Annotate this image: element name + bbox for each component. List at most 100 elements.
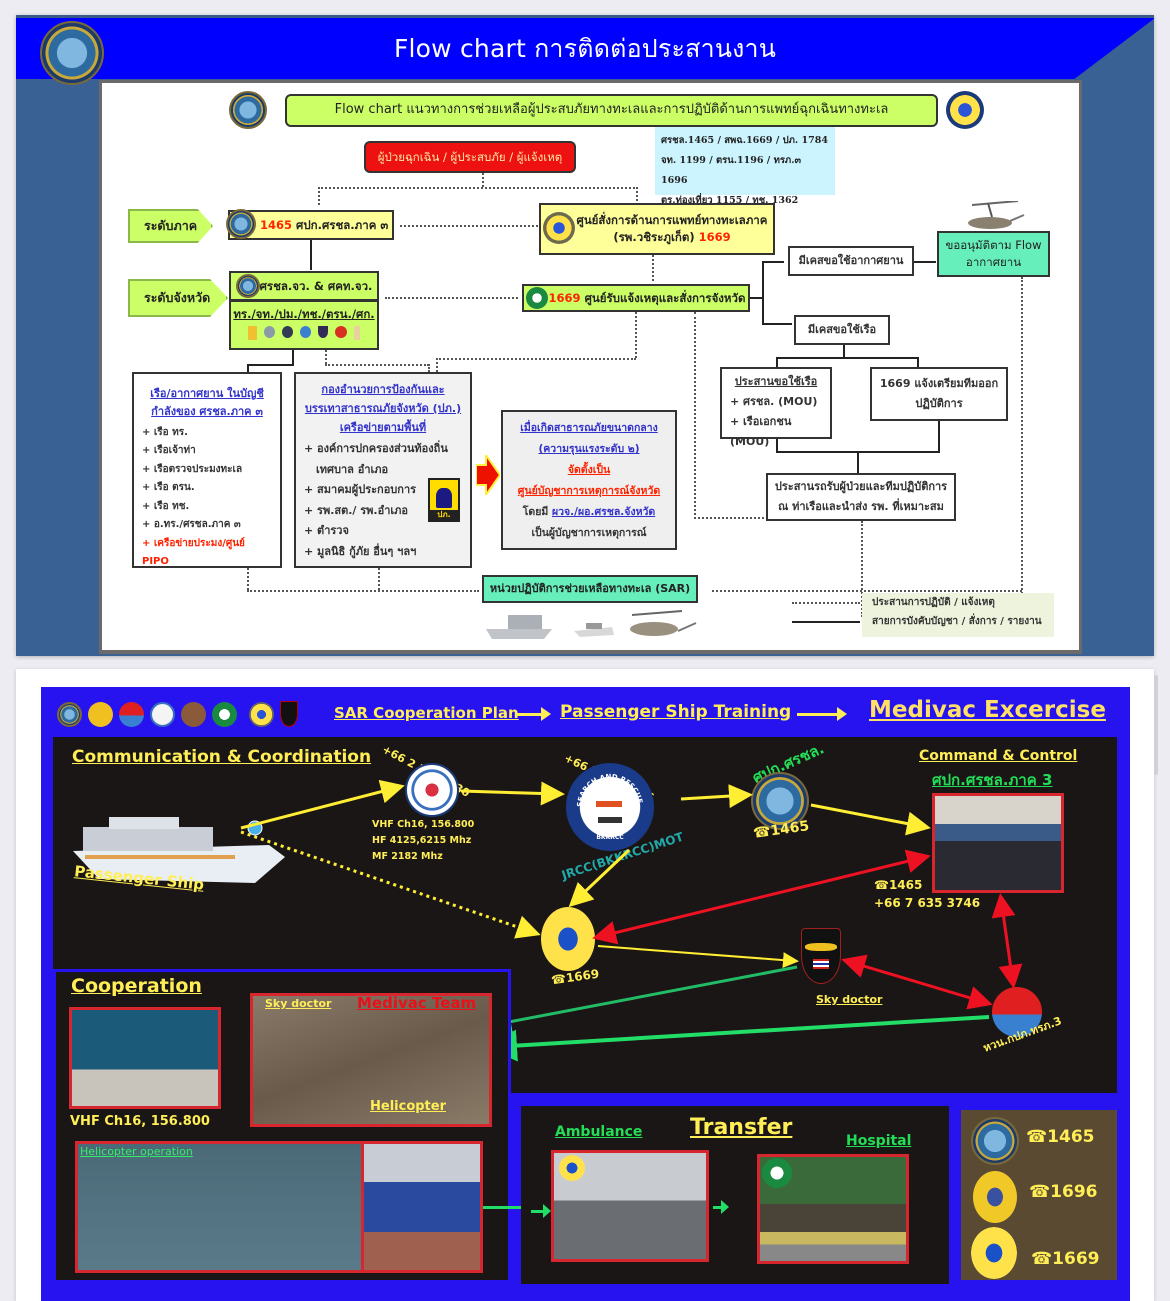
connector [776, 357, 778, 367]
receive-patient-line2: ณ ท่าเรือและนำส่ง รพ. ที่เหมาะสม [778, 500, 944, 513]
disaster-list-title: บรรเทาสาธารณภัยจังหวัด (ปภ.) [304, 401, 462, 415]
regional-center-number: 1465 [260, 217, 293, 232]
header-arrow-icon [541, 707, 551, 721]
medical-command-line2: (รพ.วชิระภูเก็ต) [613, 230, 695, 244]
connector [843, 345, 845, 357]
prepare-team-line1: 1669 แจ้งเตรียมทีมออก [879, 376, 999, 390]
disaster-network-box: กองอำนวยการป้องกันและ บรรเทาสาธารณภัยจัง… [294, 372, 472, 568]
legend-dotted-line [792, 602, 860, 604]
disaster-list-item: + องค์การปกครองส่วนท้องถิ่น [304, 442, 448, 456]
approve-flow-line2: อากาศยาน [965, 255, 1022, 269]
incident-line: ศูนย์บัญชาการเหตุการณ์จังหวัด [517, 485, 661, 497]
jrcc-seal-icon: SEARCH AND RESCUE BKKRCC [566, 763, 654, 851]
freq-line: MF 2182 Mhz [372, 851, 443, 862]
transfer-title: Transfer [690, 1115, 793, 1140]
in-flight-care-photo [361, 1141, 483, 1273]
legend-dotted-label: ประสานการปฏิบัติ / แจ้งเหตุ [872, 597, 995, 608]
slide-header-bar [16, 15, 1154, 79]
royal-thai-navy-logo-icon [88, 701, 113, 727]
command-subtitle: ศปก.ศรชล.ภาค 3 [932, 771, 1053, 789]
incident-command-box: เมื่อเกิดสาธารณภัยขนาดกลาง (ความรุนแรงระ… [501, 410, 677, 550]
connector [325, 364, 429, 366]
level-regional-label: ระดับภาค [128, 209, 213, 243]
slide-title: Flow chart การติดต่อประสานงาน [393, 34, 777, 63]
agency-logo-icon [282, 325, 293, 338]
agency-logo-icon [300, 325, 311, 338]
agency-logo-icon [264, 325, 275, 338]
approve-flow-line1: ขออนุมัติตาม Flow [945, 238, 1042, 253]
thai-mecc-seal-icon [57, 701, 82, 727]
bangkok-radio-logo-icon [405, 763, 459, 817]
arrow-skydoctor-navalair [841, 954, 993, 1010]
fleet-list-item: + เรือตรวจประมงทะเล [142, 463, 243, 475]
connector [762, 323, 792, 325]
freq-line: VHF Ch16, 156.800 [372, 819, 475, 830]
agency-logo-row [57, 701, 298, 727]
flow-arrows [240, 779, 1023, 1062]
cooperation-vhf: VHF Ch16, 156.800 [70, 1114, 210, 1129]
disaster-list-item: เทศบาล อำเภอ [316, 462, 389, 476]
connector [762, 261, 784, 263]
legend [862, 593, 1054, 637]
disaster-list-title: กองอำนวยการป้องกันและ [321, 383, 445, 396]
flowchart-slide: Flow chart การติดต่อประสานงาน Flow chart… [16, 15, 1154, 656]
connector [292, 350, 294, 364]
hotline-line: ตร.ท่องเที่ยว 1155 / ทช. 1362 [661, 195, 799, 206]
header-step-medivac: Medivac Excercise [869, 697, 1106, 723]
arrow-navalair-to-team [485, 1015, 990, 1062]
agency-logo-icon [318, 325, 328, 338]
comm-title: Communication & Coordination [72, 747, 372, 767]
header-step-sar-plan: SAR Cooperation Plan [334, 704, 519, 722]
connector [652, 255, 654, 281]
fleet-list-title: กำลังของ ศรชล.ภาค ๓ [151, 404, 263, 418]
arrow-icon [721, 1200, 729, 1214]
arrow-jrcc-to-mecc [680, 784, 753, 809]
medical-command-line1: ศูนย์สั่งการด้านการแพทย์ทางทะเลภาค [576, 213, 768, 228]
connector [861, 521, 863, 617]
provincial-center-bottom: ทร./จท./ปม./ทช./ตรน./ศก. [229, 300, 379, 350]
arrow-icon [543, 1204, 551, 1218]
arrow-icon [713, 1206, 723, 1209]
coord-boat-item: + ศรชล. (MOU) [730, 395, 818, 408]
connector [694, 312, 696, 519]
regional-center-label: ศปก.ศรชล.ภาค ๓ [296, 217, 389, 232]
team-sky-doctor-label: Sky doctor [265, 997, 332, 1010]
agency-logo-icon [354, 325, 360, 340]
naval-aviation-logo-icon [992, 987, 1042, 1037]
sar-unit-box: หน่วยปฏิบัติการช่วยเหลือทางทะเล (SAR) [482, 575, 698, 603]
fleet-list-title: เรือ/อากาศยาน ในบัญชี [150, 387, 264, 400]
arrow-mecc-to-command [810, 803, 931, 836]
fleet-list-item: + เรือเจ้าท่า [142, 445, 196, 457]
moph-caduceus-icon [762, 1158, 792, 1188]
connector [436, 358, 438, 372]
helicopter-label: Helicopter [370, 1099, 446, 1114]
disaster-list-title: เครือข่ายตามพื้นที่ [339, 420, 427, 434]
medivac-team-label: Medivac Team [357, 994, 477, 1012]
approve-flow-box: ขออนุมัติตาม Flow อากาศยาน [937, 231, 1050, 277]
connector [750, 297, 762, 299]
agency-logo-icon [335, 325, 347, 338]
arrow-to-transfer [483, 1206, 535, 1209]
passenger-ship-icon [73, 817, 285, 883]
incident-line: จัดตั้งเป็น [567, 464, 611, 476]
naval-aviation-logo-icon [119, 701, 144, 727]
fleet-list-item: + เรือ ทร. [142, 426, 188, 438]
hotline-1696: ☎1696 [1029, 1182, 1098, 1202]
fleet-list-box: เรือ/อากาศยาน ในบัญชี กำลังของ ศรชล.ภาค … [132, 372, 282, 568]
medical-command-number: 1669 [698, 230, 731, 244]
hospital-label: Hospital [846, 1133, 912, 1149]
arrow-niem-to-skydoctor [597, 945, 799, 969]
moph-caduceus-icon [526, 287, 548, 309]
exercise-slide: SAR Cooperation Plan Passenger Ship Trai… [41, 687, 1130, 1301]
arrow-radio-to-jrcc [460, 781, 565, 806]
scrollbar[interactable] [1154, 675, 1158, 775]
thai-mecc-seal-icon [229, 91, 267, 129]
incident-line: เมื่อเกิดสาธารณภัยขนาดกลาง [520, 422, 658, 434]
ddpm-logo-text: ปภ. [430, 510, 458, 520]
fleet-list-item: + เรือ ทช. [142, 500, 190, 512]
jrcc-seal-sub: BKKRCC [596, 834, 624, 841]
flowchart-canvas: Flow chart แนวทางการช่วยเหลือผู้ประสบภัย… [99, 80, 1082, 654]
hotline-line: จท. 1199 / ตรน.1196 / ทรภ.๓ 1696 [661, 155, 801, 186]
incident-line: โดยมี [522, 506, 552, 518]
arrow-command-navalair [991, 893, 1023, 989]
